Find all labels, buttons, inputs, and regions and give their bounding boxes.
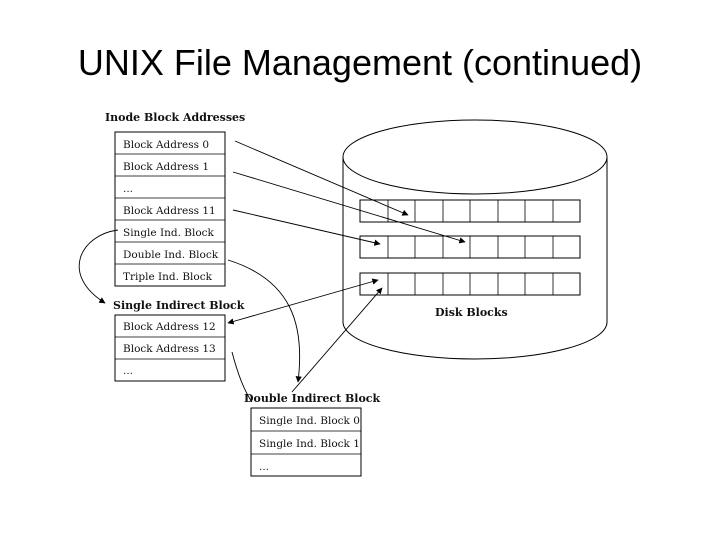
inode-cell: Double Ind. Block <box>123 249 219 261</box>
single-indirect-cell: ... <box>123 365 133 377</box>
disk-block-row <box>359 272 581 296</box>
single-indirect-cell: Block Address 13 <box>123 343 216 355</box>
inode-cell: Triple Ind. Block <box>123 271 213 283</box>
disk-top <box>342 119 608 195</box>
disk-bottom <box>342 321 608 360</box>
disk-cylinder: Disk Blocks <box>342 119 608 360</box>
double-indirect-frame <box>250 407 362 477</box>
double-indirect-table: Double Indirect Block Single Ind. Block … <box>244 392 380 477</box>
double-indirect-header: Double Indirect Block <box>244 392 380 405</box>
arrow-block1-to-disk <box>232 171 466 244</box>
arrow-block0-to-disk <box>234 140 409 216</box>
arrow-double-table-to-disk <box>291 287 383 393</box>
single-indirect-frame <box>114 314 226 382</box>
disk-block-row <box>359 235 581 259</box>
single-indirect-cell: Block Address 12 <box>123 321 216 333</box>
inode-table: Inode Block Addresses Block Address 0 Bl… <box>105 111 245 287</box>
inode-cell: Block Address 0 <box>123 139 209 151</box>
single-indirect-table: Single Indirect Block Block Address 12 B… <box>113 299 245 382</box>
arrow-block11-to-disk <box>232 209 381 246</box>
double-indirect-cell: Single Ind. Block 1 <box>259 438 360 450</box>
inode-table-header: Inode Block Addresses <box>105 111 245 124</box>
disk-block-row <box>359 199 581 223</box>
inode-cell: Block Address 11 <box>123 205 216 217</box>
slide-title: UNIX File Management (continued) <box>77 42 643 83</box>
inode-cell: ... <box>123 183 133 195</box>
double-indirect-cell: Single Ind. Block 0 <box>259 415 360 427</box>
single-indirect-header: Single Indirect Block <box>113 299 245 312</box>
arrow-single-ind-to-table <box>78 229 119 304</box>
inode-cell: Block Address 1 <box>123 161 209 173</box>
arrow-single-table-to-double <box>231 351 253 403</box>
arrow-single-table-disk <box>227 278 379 325</box>
inode-table-frame <box>114 131 226 287</box>
inode-cell: Single Ind. Block <box>123 227 215 239</box>
double-indirect-cell: ... <box>259 461 269 473</box>
arrow-double-ind-to-table <box>227 259 302 383</box>
disk-label: Disk Blocks <box>435 306 508 319</box>
